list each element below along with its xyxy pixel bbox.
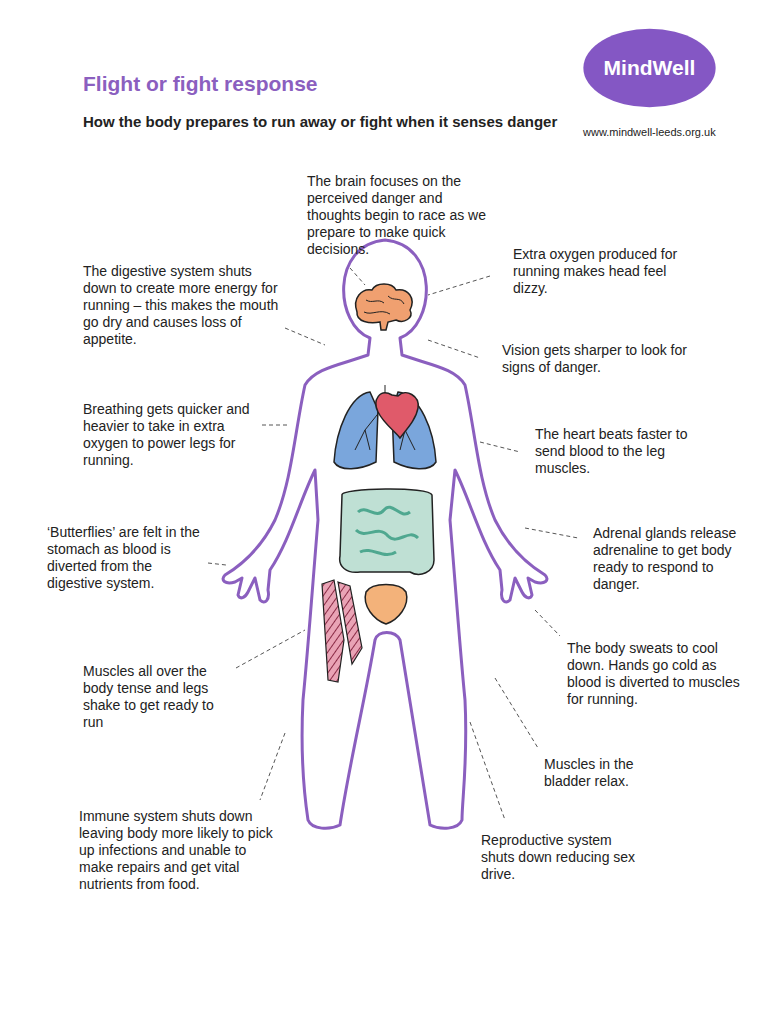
heart: [376, 393, 418, 438]
callout-text: Muscles in the bladder relax.: [544, 756, 659, 790]
subtitle: How the body prepares to run away or fig…: [83, 113, 563, 130]
callout-text: The digestive system shuts down to creat…: [83, 263, 283, 348]
callout-text: Reproductive system shuts down reducing …: [481, 832, 641, 883]
logo-text: MindWell: [604, 56, 696, 80]
left-lung: [334, 392, 378, 469]
callout-text: Vision gets sharper to look for signs of…: [502, 342, 687, 376]
website-url: www.mindwell-leeds.org.uk: [583, 124, 763, 141]
callout-text: The body sweats to cool down. Hands go c…: [567, 640, 752, 708]
callout-text: Immune system shuts down leaving body mo…: [79, 808, 284, 893]
diagram-title: Flight or fight response: [83, 72, 318, 96]
intestines: [340, 489, 434, 574]
leg-muscles: [322, 580, 362, 682]
bladder: [365, 585, 407, 625]
callout-text: The heart beats faster to send blood to …: [535, 426, 705, 477]
callout-text: Extra oxygen produced for running makes …: [513, 246, 698, 297]
callout-text: Adrenal glands release adrenaline to get…: [593, 525, 753, 593]
brain: [356, 284, 412, 330]
intestine-coils: [356, 507, 418, 554]
body-outline: [223, 240, 547, 828]
brain-folds: [364, 296, 404, 314]
logo-ellipse: MindWell: [582, 28, 717, 108]
callout-text: Breathing gets quicker and heavier to ta…: [83, 401, 261, 469]
callout-text: The brain focuses on the perceived dange…: [307, 173, 487, 258]
callout-text: Muscles all over the body tense and legs…: [83, 663, 235, 731]
callout-text: ‘Butterflies’ are felt in the stomach as…: [47, 524, 207, 592]
